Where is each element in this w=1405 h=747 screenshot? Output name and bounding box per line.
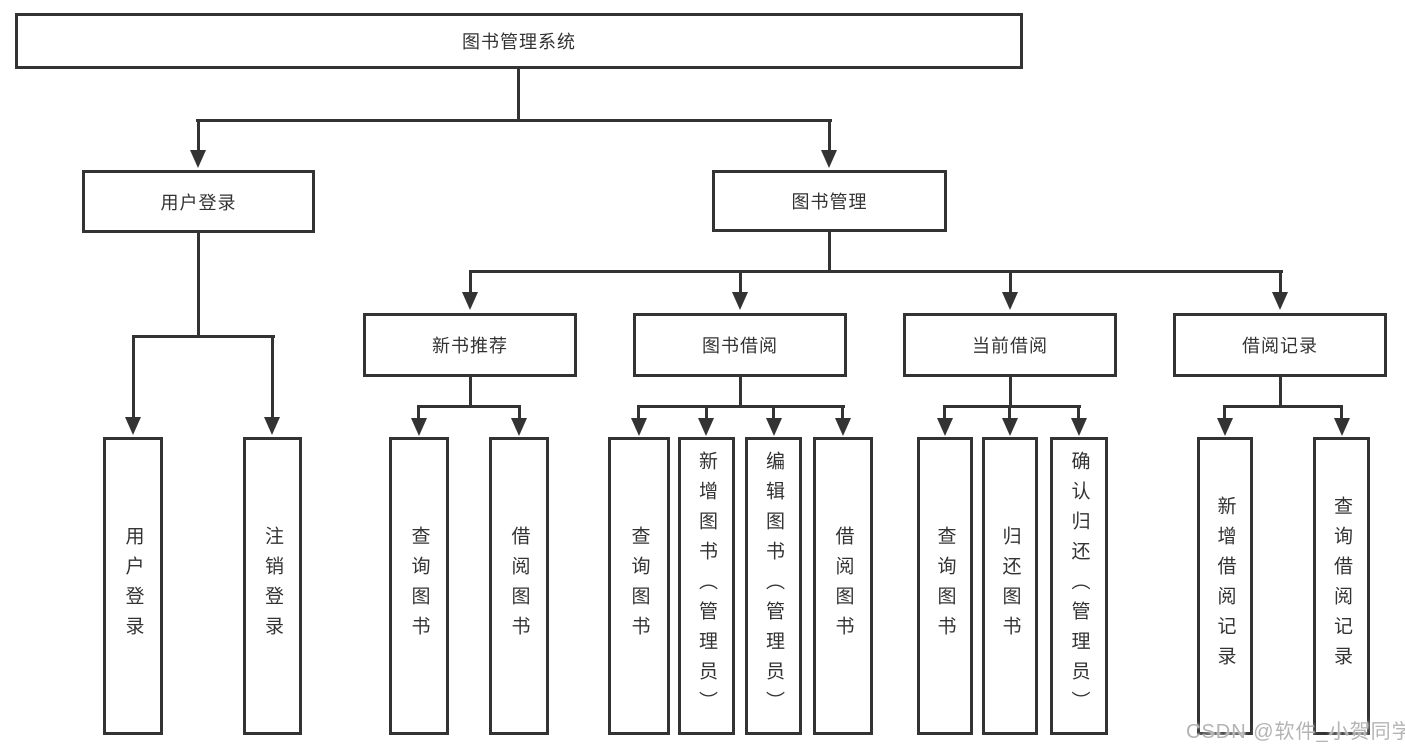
arrow-down-icon bbox=[835, 418, 851, 436]
connector-line bbox=[196, 119, 832, 122]
connector-line bbox=[637, 405, 640, 418]
arrow-down-icon bbox=[1217, 418, 1233, 436]
connector-line bbox=[1279, 270, 1282, 292]
leaf-query-borrow-record: 查询借阅记录 bbox=[1313, 437, 1370, 735]
connector-line bbox=[828, 119, 831, 150]
connector-line bbox=[197, 233, 200, 335]
connector-line bbox=[469, 377, 472, 407]
leaf-query-books-current: 查询图书 bbox=[917, 437, 973, 735]
leaf-label: 编辑图书（管理员） bbox=[763, 451, 784, 721]
node-new-book-recommend: 新书推荐 bbox=[363, 313, 577, 377]
connector-line bbox=[132, 335, 275, 338]
connector-line bbox=[1009, 270, 1012, 292]
arrow-down-icon bbox=[411, 418, 427, 436]
connector-line bbox=[417, 405, 420, 418]
arrow-down-icon bbox=[1071, 418, 1087, 436]
arrow-down-icon bbox=[766, 418, 782, 436]
leaf-add-borrow-record: 新增借阅记录 bbox=[1197, 437, 1253, 735]
connector-line bbox=[1009, 377, 1012, 407]
leaf-label: 借阅图书 bbox=[832, 526, 854, 646]
connector-line bbox=[518, 405, 521, 418]
leaf-label: 借阅图书 bbox=[508, 526, 530, 646]
leaf-user-login: 用户登录 bbox=[103, 437, 163, 735]
connector-line bbox=[132, 335, 135, 417]
connector-line bbox=[772, 405, 775, 418]
arrow-down-icon bbox=[125, 417, 141, 435]
arrow-down-icon bbox=[190, 150, 206, 168]
connector-line bbox=[1279, 377, 1282, 407]
connector-line bbox=[705, 405, 708, 418]
connector-line bbox=[944, 405, 1081, 408]
connector-line bbox=[418, 405, 521, 408]
connector-line bbox=[739, 270, 742, 292]
leaf-label: 归还图书 bbox=[999, 526, 1021, 646]
leaf-label: 用户登录 bbox=[122, 526, 144, 646]
connector-line bbox=[828, 232, 831, 272]
leaf-add-book-admin: 新增图书（管理员） bbox=[678, 437, 735, 735]
node-root: 图书管理系统 bbox=[15, 13, 1023, 69]
connector-line bbox=[1223, 405, 1226, 418]
leaf-label: 查询借阅记录 bbox=[1331, 496, 1352, 676]
arrow-down-icon bbox=[732, 292, 748, 310]
connector-line bbox=[469, 270, 1283, 273]
leaf-label: 查询图书 bbox=[408, 526, 430, 646]
connector-line bbox=[271, 335, 274, 417]
connector-line bbox=[1340, 405, 1343, 418]
leaf-label: 查询图书 bbox=[628, 526, 650, 646]
leaf-borrow-books: 借阅图书 bbox=[813, 437, 873, 735]
arrow-down-icon bbox=[821, 150, 837, 168]
arrow-down-icon bbox=[937, 418, 953, 436]
leaf-borrow-books-recommend: 借阅图书 bbox=[489, 437, 549, 735]
arrow-down-icon bbox=[264, 417, 280, 435]
connector-line bbox=[197, 119, 200, 150]
arrow-down-icon bbox=[631, 418, 647, 436]
leaf-logout: 注销登录 bbox=[243, 437, 302, 735]
connector-line bbox=[1224, 405, 1343, 408]
leaf-query-books-recommend: 查询图书 bbox=[389, 437, 449, 735]
leaf-label: 新增图书（管理员） bbox=[696, 451, 717, 721]
arrow-down-icon bbox=[462, 292, 478, 310]
watermark: CSDN @软件_小贺同学 bbox=[1186, 721, 1405, 743]
connector-line bbox=[469, 270, 472, 292]
connector-line bbox=[1077, 405, 1080, 418]
arrow-down-icon bbox=[1272, 292, 1288, 310]
arrow-down-icon bbox=[1334, 418, 1350, 436]
leaf-label: 新增借阅记录 bbox=[1214, 496, 1236, 676]
leaf-label: 查询图书 bbox=[934, 526, 956, 646]
node-book-management: 图书管理 bbox=[712, 170, 947, 232]
node-current-borrow: 当前借阅 bbox=[903, 313, 1117, 377]
leaf-return-book: 归还图书 bbox=[982, 437, 1038, 735]
connector-line bbox=[943, 405, 946, 418]
leaf-label: 确认归还（管理员） bbox=[1068, 451, 1090, 721]
leaf-confirm-return-admin: 确认归还（管理员） bbox=[1050, 437, 1108, 735]
arrow-down-icon bbox=[1002, 418, 1018, 436]
connector-line bbox=[1008, 405, 1011, 418]
arrow-down-icon bbox=[698, 418, 714, 436]
connector-line bbox=[841, 405, 844, 418]
arrow-down-icon bbox=[511, 418, 527, 436]
arrow-down-icon bbox=[1002, 292, 1018, 310]
leaf-edit-book-admin: 编辑图书（管理员） bbox=[745, 437, 802, 735]
node-borrow-records: 借阅记录 bbox=[1173, 313, 1387, 377]
node-user-login: 用户登录 bbox=[82, 170, 315, 233]
connector-line bbox=[638, 405, 845, 408]
node-book-borrow: 图书借阅 bbox=[633, 313, 847, 377]
leaf-label: 注销登录 bbox=[262, 526, 283, 646]
connector-line bbox=[739, 377, 742, 407]
connector-line bbox=[517, 69, 520, 119]
leaf-query-books-borrow: 查询图书 bbox=[608, 437, 670, 735]
